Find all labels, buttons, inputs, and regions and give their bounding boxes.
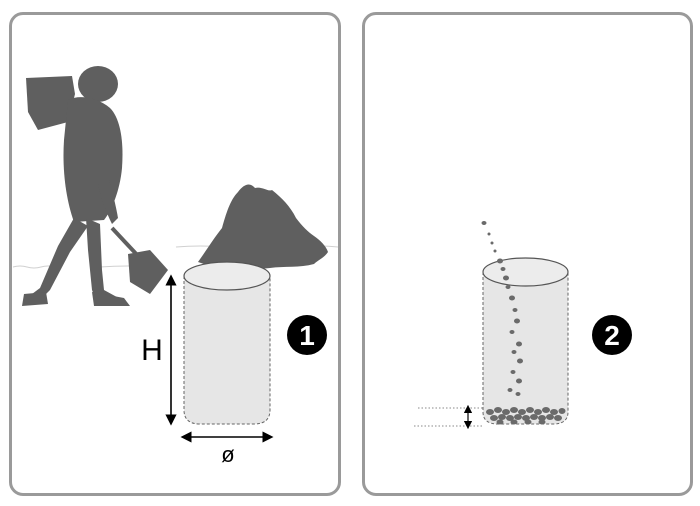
- falling-gravel-icon: [481, 221, 523, 396]
- shovel-icon: [110, 226, 168, 294]
- step-badge-2: [592, 315, 632, 355]
- step-number-2: 2: [604, 320, 620, 351]
- step-number-1: 1: [299, 320, 315, 351]
- soil-pile-icon: [198, 184, 328, 269]
- gravel-layer: [486, 407, 566, 425]
- step-badge-1: [287, 315, 327, 355]
- layer-thickness-indicator: [414, 404, 484, 430]
- height-label: H: [141, 334, 163, 367]
- cylinder-container-icon: [482, 257, 569, 425]
- diameter-label: ø: [221, 442, 234, 467]
- worker-with-shovel-icon: [22, 66, 130, 306]
- cylinder-container-icon: [183, 261, 271, 425]
